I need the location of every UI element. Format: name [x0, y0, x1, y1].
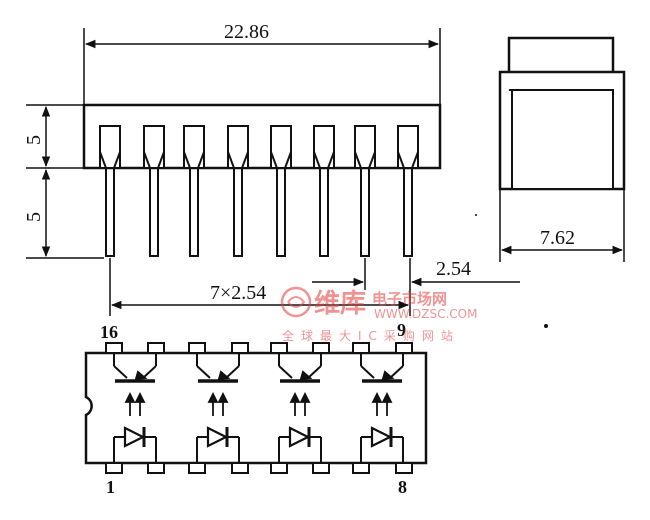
light-arrows-icon — [207, 391, 229, 416]
dim-width-top-label: 22.86 — [224, 21, 269, 43]
dim-pin-span-label: 7×2.54 — [210, 282, 266, 304]
phototransistor-icon — [278, 353, 322, 383]
watermark: 维库 电子市场网 WWW.DZSC.COM 全球最大IC采购网站 — [280, 286, 477, 343]
schematic — [84, 342, 428, 474]
pin-label-16: 16 — [100, 322, 118, 342]
led-icon — [113, 426, 157, 463]
schematic-outline — [84, 351, 428, 465]
optocoupler-channel — [360, 353, 404, 463]
light-arrows-icon — [289, 391, 311, 416]
led-icon — [196, 426, 240, 463]
pins-front — [99, 151, 419, 257]
led-icon — [278, 426, 322, 463]
dim-pin-pitch-label: 2.54 — [436, 258, 471, 280]
side-view — [498, 36, 626, 191]
watermark-line1: 电子市场网 — [372, 290, 447, 308]
optocoupler-channel — [278, 353, 322, 463]
watermark-logo-icon — [280, 286, 312, 318]
optocoupler-channel — [113, 353, 157, 463]
phototransistor-icon — [196, 353, 240, 383]
stray-dot — [544, 324, 548, 328]
package-body-front — [82, 103, 442, 170]
dim-side-width-label: 7.62 — [540, 227, 575, 249]
watermark-line2: 全球最大IC采购网站 — [282, 328, 460, 343]
light-arrows-icon — [124, 391, 146, 416]
top-pads — [105, 342, 413, 354]
dim-height-upper-label: 5 — [23, 135, 45, 145]
pin-slots — [99, 125, 419, 169]
bottom-pads — [105, 462, 413, 474]
watermark-logo-swirl — [287, 296, 306, 308]
light-arrows-icon — [371, 391, 393, 416]
phototransistor-icon — [113, 353, 157, 383]
led-icon — [360, 426, 404, 463]
dim-height-lower-label: 5 — [23, 212, 45, 222]
phototransistor-icon — [360, 353, 404, 383]
side-body-inner — [511, 89, 614, 190]
pin-label-8: 8 — [398, 477, 407, 497]
pin-label-1: 1 — [106, 477, 115, 497]
optocoupler-channel — [196, 353, 240, 463]
watermark-logo-text: 维库 — [314, 288, 366, 319]
pin-label-9: 9 — [397, 320, 406, 340]
stray-dot — [475, 214, 477, 216]
front-view — [26, 28, 520, 316]
watermark-url: WWW.DZSC.COM — [374, 307, 477, 321]
optocoupler-channels — [113, 353, 404, 463]
